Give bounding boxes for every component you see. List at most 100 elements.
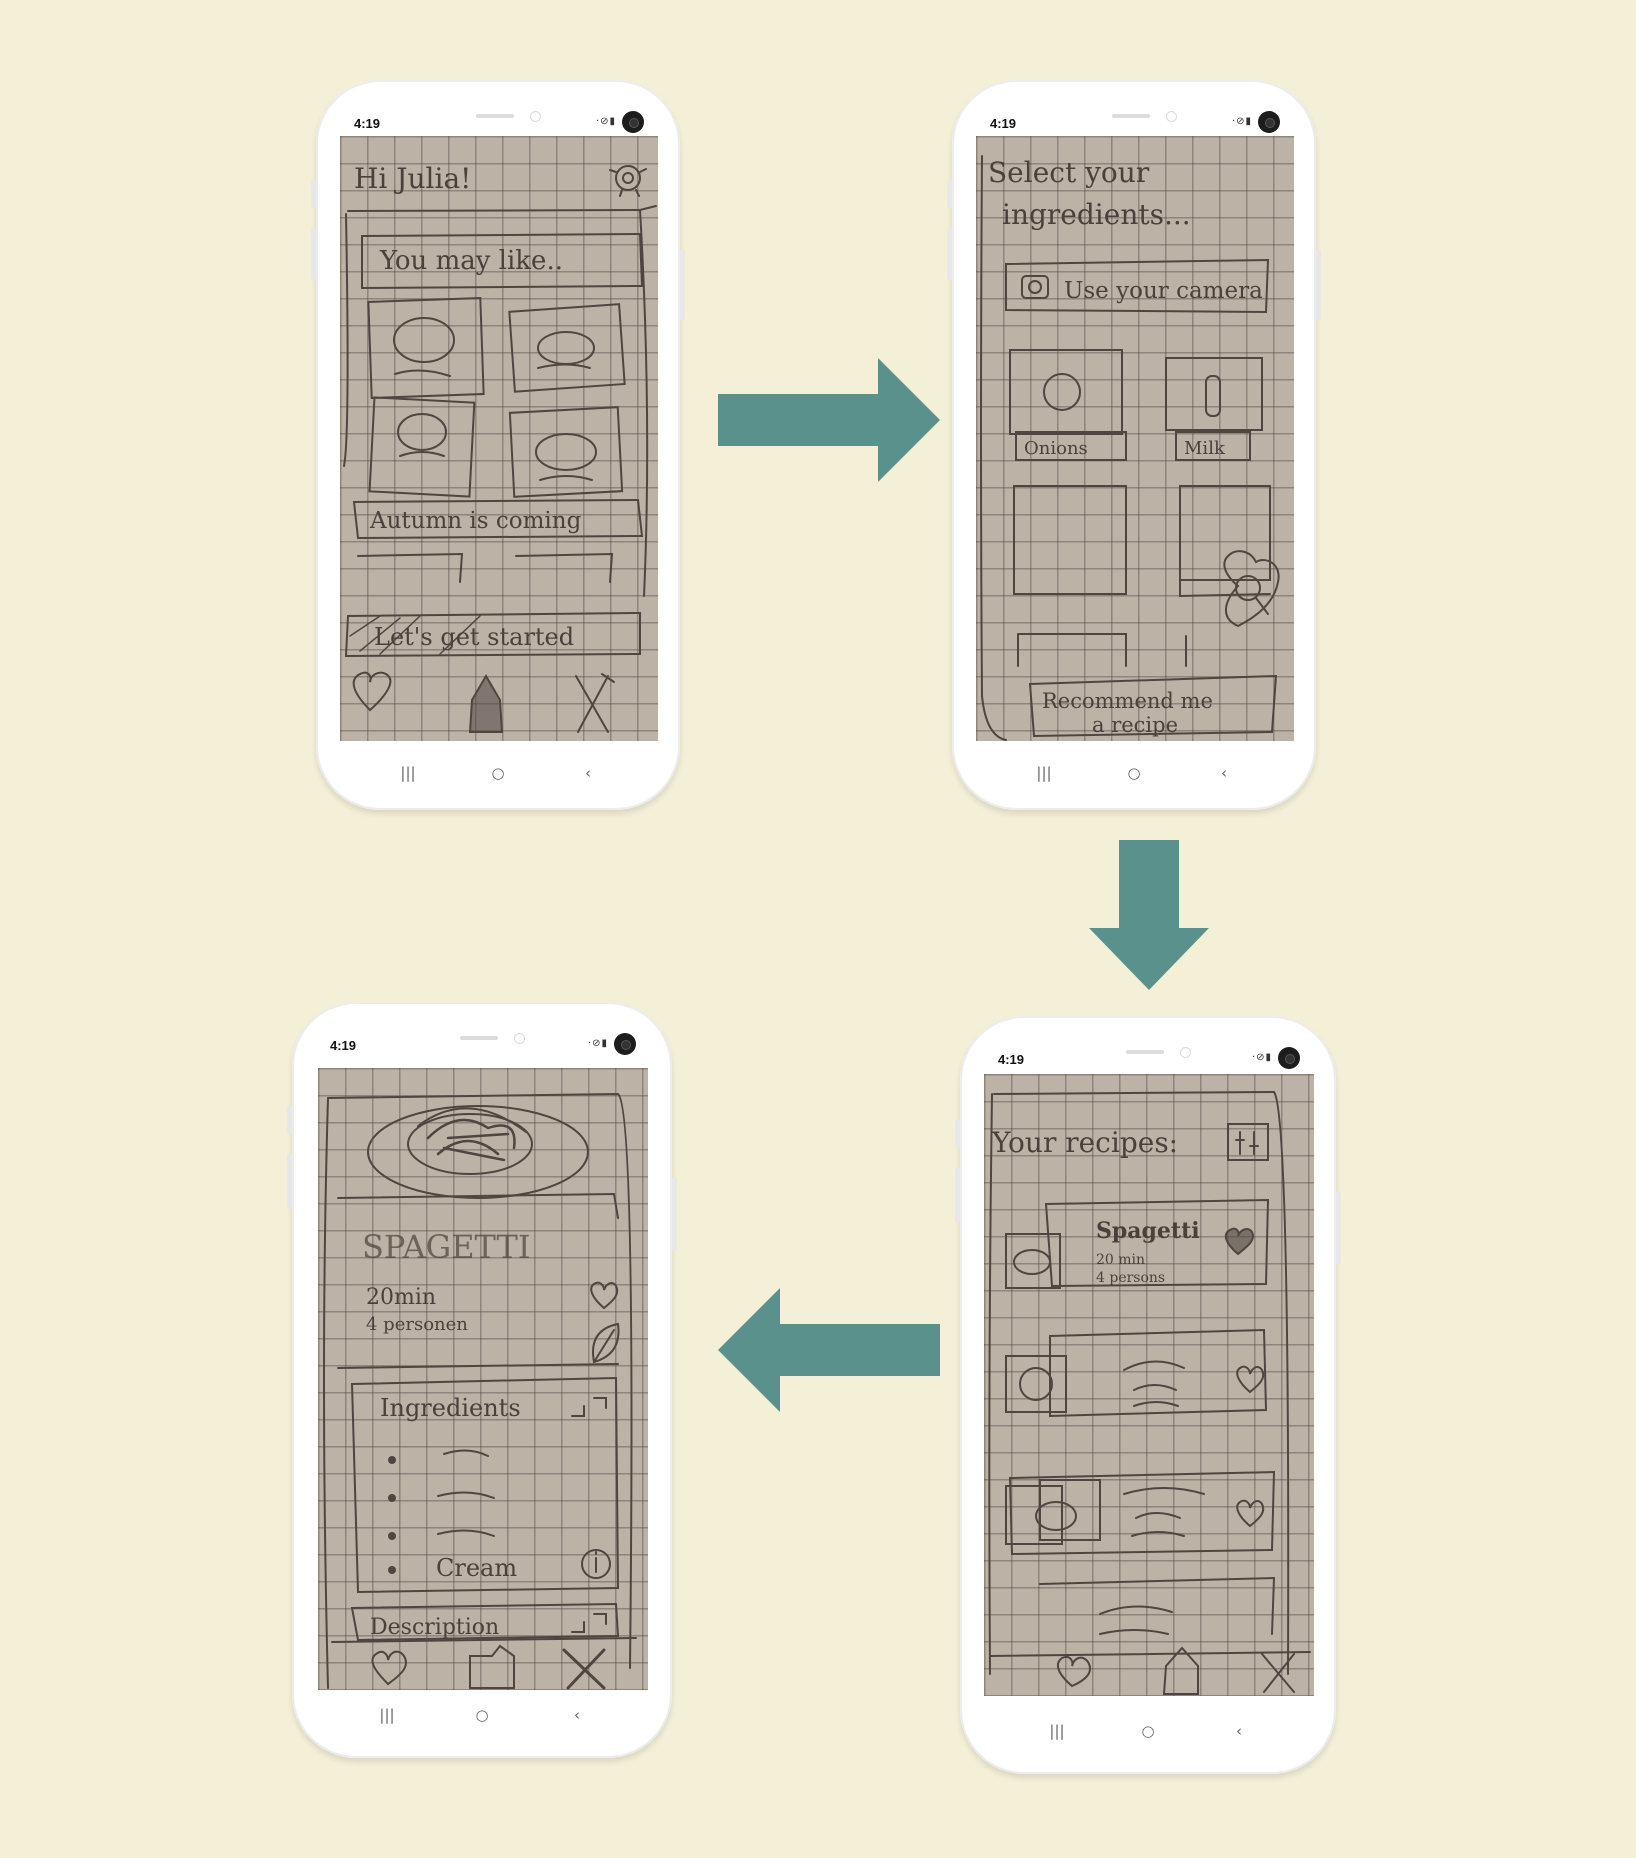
recipe-thumbnail[interactable] xyxy=(367,297,485,399)
favorites-heart-icon[interactable] xyxy=(1056,1656,1091,1688)
recent-apps-icon[interactable]: ||| xyxy=(1049,1722,1065,1740)
cutlery-icon[interactable] xyxy=(575,673,615,733)
back-chevron-icon[interactable]: ‹ xyxy=(574,1706,580,1724)
recipe-card[interactable] xyxy=(1005,1328,1268,1418)
phone-side-button xyxy=(947,180,952,208)
favorite-heart-icon xyxy=(1224,1227,1254,1256)
recipe-card-spagetti[interactable]: Spagetti 20 min 4 persons xyxy=(1005,1198,1270,1289)
phone-ingredients-screen: 4:19 ·⊘▮ Select your ingredients... Use … xyxy=(947,80,1321,810)
home-circle-icon[interactable]: ○ xyxy=(1127,764,1141,782)
filter-icon[interactable] xyxy=(1227,1123,1269,1161)
sensor-dot xyxy=(1166,111,1177,122)
home-circle-icon[interactable]: ○ xyxy=(1141,1722,1155,1740)
info-icon xyxy=(581,1549,611,1579)
banner-thumbnails xyxy=(357,552,614,583)
status-icons: ·⊘▮ xyxy=(587,1038,608,1049)
favorite-heart-icon[interactable] xyxy=(590,1281,619,1310)
home-circle-icon[interactable]: ○ xyxy=(491,764,505,782)
use-camera-label: Use your camera xyxy=(1064,278,1263,304)
recipe-thumbnail[interactable] xyxy=(508,303,626,393)
favorites-heart-icon[interactable] xyxy=(352,671,392,712)
home-house-icon[interactable] xyxy=(468,674,504,733)
get-started-label: Let's get started xyxy=(374,623,574,651)
sensor-dot xyxy=(530,111,541,122)
description-section[interactable]: Description xyxy=(350,1602,620,1642)
cutlery-icon[interactable] xyxy=(562,1648,606,1690)
front-camera-icon xyxy=(1278,1047,1300,1069)
phone-power-button xyxy=(680,250,685,320)
sensor-dot xyxy=(1180,1047,1191,1058)
section-title: You may like.. xyxy=(379,246,563,276)
recipe-thumbnail[interactable] xyxy=(508,406,624,498)
status-bar: 4:19 ·⊘▮ xyxy=(952,108,1316,138)
favorite-heart-icon xyxy=(1236,1499,1265,1528)
front-camera-icon xyxy=(614,1033,636,1055)
ingredient-label: Milk xyxy=(1184,438,1226,459)
android-navbar: ||| ○ ‹ xyxy=(960,1716,1336,1746)
status-bar: 4:19 ·⊘▮ xyxy=(960,1044,1336,1074)
select-title-line1: Select your xyxy=(988,156,1150,189)
flow-arrow-left xyxy=(718,1288,940,1412)
phone-power-button xyxy=(1316,250,1321,320)
phone-side-button xyxy=(311,180,316,208)
recipe-people: 4 persons xyxy=(1096,1270,1165,1286)
recent-apps-icon[interactable]: ||| xyxy=(379,1706,395,1724)
android-navbar: ||| ○ ‹ xyxy=(316,758,680,788)
phone-recipe-detail-screen: 4:19 ·⊘▮ SPAGETTI 20min 4 personen xyxy=(287,1002,677,1758)
flow-arrow-down xyxy=(1089,840,1209,990)
ingredients-section[interactable]: Ingredients Cream xyxy=(350,1376,620,1594)
recent-apps-icon[interactable]: ||| xyxy=(400,764,416,782)
back-chevron-icon[interactable]: ‹ xyxy=(585,764,591,782)
flow-arrow-right xyxy=(718,358,940,482)
recommend-line1: Recommend me xyxy=(1042,689,1213,713)
front-camera-icon xyxy=(1258,111,1280,133)
android-navbar: ||| ○ ‹ xyxy=(292,1700,672,1730)
get-started-button[interactable]: Let's get started xyxy=(344,611,641,658)
back-chevron-icon[interactable]: ‹ xyxy=(1236,1722,1242,1740)
status-icons: ·⊘▮ xyxy=(1251,1052,1272,1063)
ingredient-card-empty[interactable] xyxy=(1179,485,1271,581)
speaker-slot xyxy=(1126,1050,1164,1054)
sensor-dot xyxy=(514,1033,525,1044)
phone-side-button xyxy=(287,1154,292,1208)
favorite-heart-icon xyxy=(1236,1365,1265,1394)
vegetarian-leaf-icon[interactable] xyxy=(592,1322,620,1364)
ingredient-card-onions[interactable]: Onions xyxy=(1009,349,1127,461)
settings-gear-icon[interactable] xyxy=(609,165,647,197)
camera-icon xyxy=(1021,275,1049,299)
speaker-slot xyxy=(476,114,514,118)
home-house-icon[interactable] xyxy=(469,1644,515,1689)
sketch-screen-home: Hi Julia! You may like.. xyxy=(340,136,658,741)
home-circle-icon[interactable]: ○ xyxy=(475,1706,489,1724)
front-camera-icon xyxy=(622,111,644,133)
recommend-line2: a recipe xyxy=(1092,713,1178,737)
ingredient-card-empty[interactable] xyxy=(1013,485,1127,595)
status-time: 4:19 xyxy=(354,116,381,131)
expand-icon xyxy=(571,1613,607,1633)
recent-apps-icon[interactable]: ||| xyxy=(1036,764,1052,782)
ingredient-card-milk[interactable]: Milk xyxy=(1165,357,1263,461)
recommend-recipe-button[interactable]: Recommend me a recipe xyxy=(1028,674,1278,738)
phone-side-button xyxy=(955,1120,960,1148)
use-camera-button[interactable]: Use your camera xyxy=(1005,258,1270,314)
phone-recipes-screen: 4:19 ·⊘▮ Your recipes: Spagetti 20 min 4… xyxy=(955,1016,1341,1774)
recipe-card[interactable] xyxy=(1005,1470,1276,1556)
recipe-time: 20min xyxy=(366,1285,436,1310)
recipes-title: Your recipes: xyxy=(991,1126,1178,1159)
status-time: 4:19 xyxy=(330,1038,357,1053)
cutlery-icon[interactable] xyxy=(1261,1653,1295,1693)
search-magnifier-icon[interactable] xyxy=(1223,550,1280,628)
back-chevron-icon[interactable]: ‹ xyxy=(1221,764,1227,782)
recipe-title: SPAGETTI xyxy=(362,1228,530,1266)
favorites-heart-icon[interactable] xyxy=(371,1650,407,1686)
autumn-banner-text: Autumn is coming xyxy=(369,508,582,534)
status-icons: ·⊘▮ xyxy=(1231,116,1252,127)
recipe-thumbnail[interactable] xyxy=(368,396,476,498)
home-house-icon[interactable] xyxy=(1162,1646,1199,1695)
recipe-people: 4 personen xyxy=(366,1314,468,1335)
phone-side-button xyxy=(947,228,952,280)
sketch-screen-ingredients: Select your ingredients... Use your came… xyxy=(976,136,1294,741)
phone-side-button xyxy=(955,1168,960,1222)
status-bar: 4:19 ·⊘▮ xyxy=(292,1030,672,1060)
expand-icon xyxy=(571,1397,607,1417)
